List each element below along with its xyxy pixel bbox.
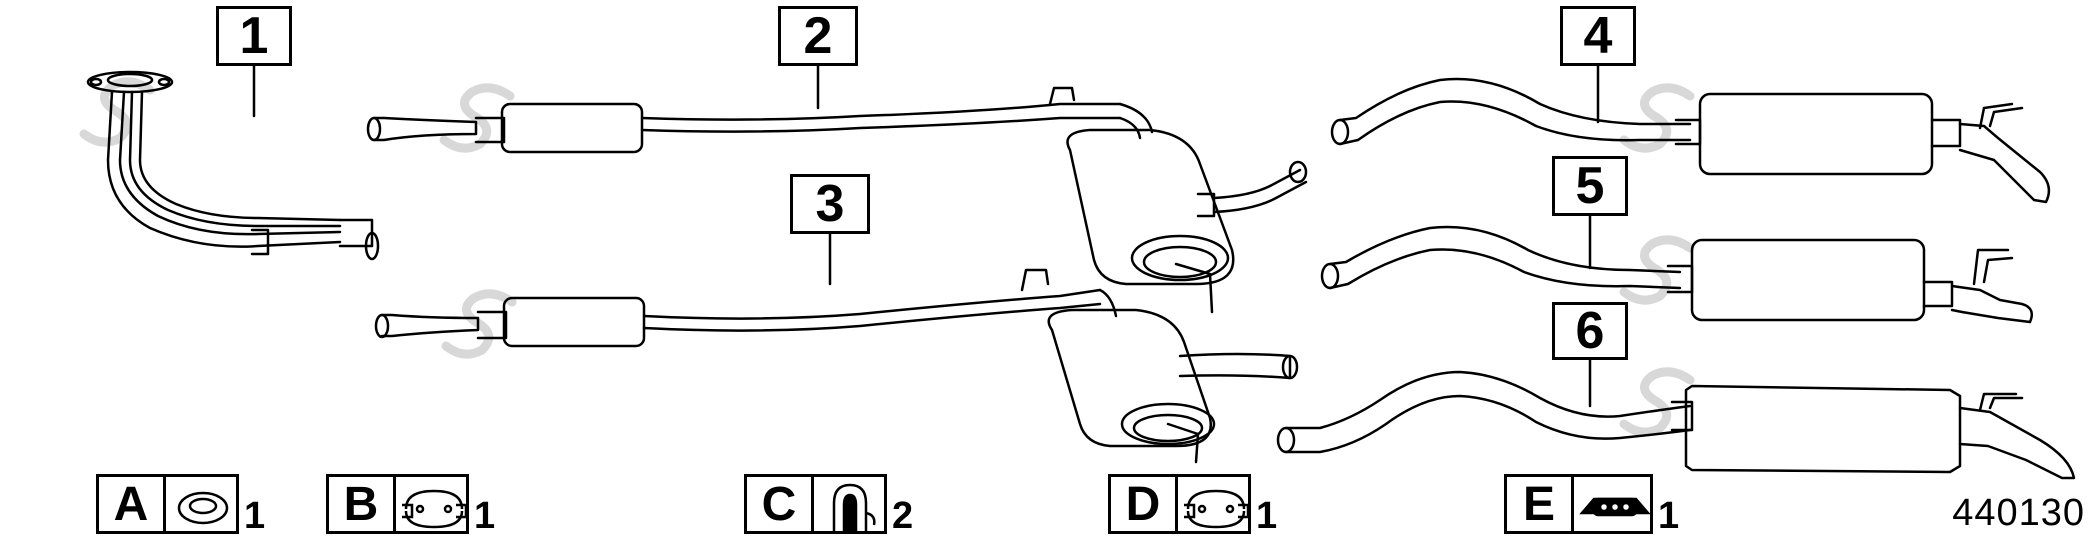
rubber-hanger-icon bbox=[811, 474, 887, 534]
part-1-front-pipe bbox=[86, 70, 380, 261]
legend-quantity: 1 bbox=[1658, 495, 1680, 537]
legend-quantity: 1 bbox=[1256, 495, 1278, 537]
part-4-rear-silencer bbox=[1330, 77, 2051, 204]
callout-leaders bbox=[252, 62, 1600, 408]
legend-quantity: 2 bbox=[892, 495, 914, 537]
legend-quantity: 1 bbox=[474, 495, 496, 537]
part-6-rear-silencer bbox=[1276, 370, 2076, 480]
gasket-ring-icon bbox=[163, 474, 239, 534]
legend-letter: C bbox=[744, 474, 814, 534]
callout-4: 4 bbox=[1560, 6, 1636, 66]
legend-letter: A bbox=[96, 474, 166, 534]
pipe-clamp-icon bbox=[1175, 474, 1251, 534]
legend-letter: E bbox=[1504, 474, 1574, 534]
part-3-exhaust-system bbox=[374, 268, 1299, 464]
rubber-mount-icon bbox=[1571, 474, 1653, 534]
callout-2: 2 bbox=[778, 6, 858, 66]
pipe-clamp-icon bbox=[393, 474, 469, 534]
part-2-exhaust-system bbox=[366, 86, 1308, 314]
legend-quantity: 1 bbox=[244, 495, 266, 537]
legend-letter: B bbox=[326, 474, 396, 534]
legend-letter: D bbox=[1108, 474, 1178, 534]
watermark-marks bbox=[79, 77, 1695, 437]
diagram-part-number: 440130 bbox=[1952, 492, 2085, 534]
callout-1: 1 bbox=[216, 6, 292, 66]
callout-5: 5 bbox=[1552, 156, 1628, 216]
callout-6: 6 bbox=[1552, 302, 1628, 360]
part-5-rear-silencer bbox=[1320, 225, 2033, 324]
callout-3: 3 bbox=[790, 174, 870, 234]
